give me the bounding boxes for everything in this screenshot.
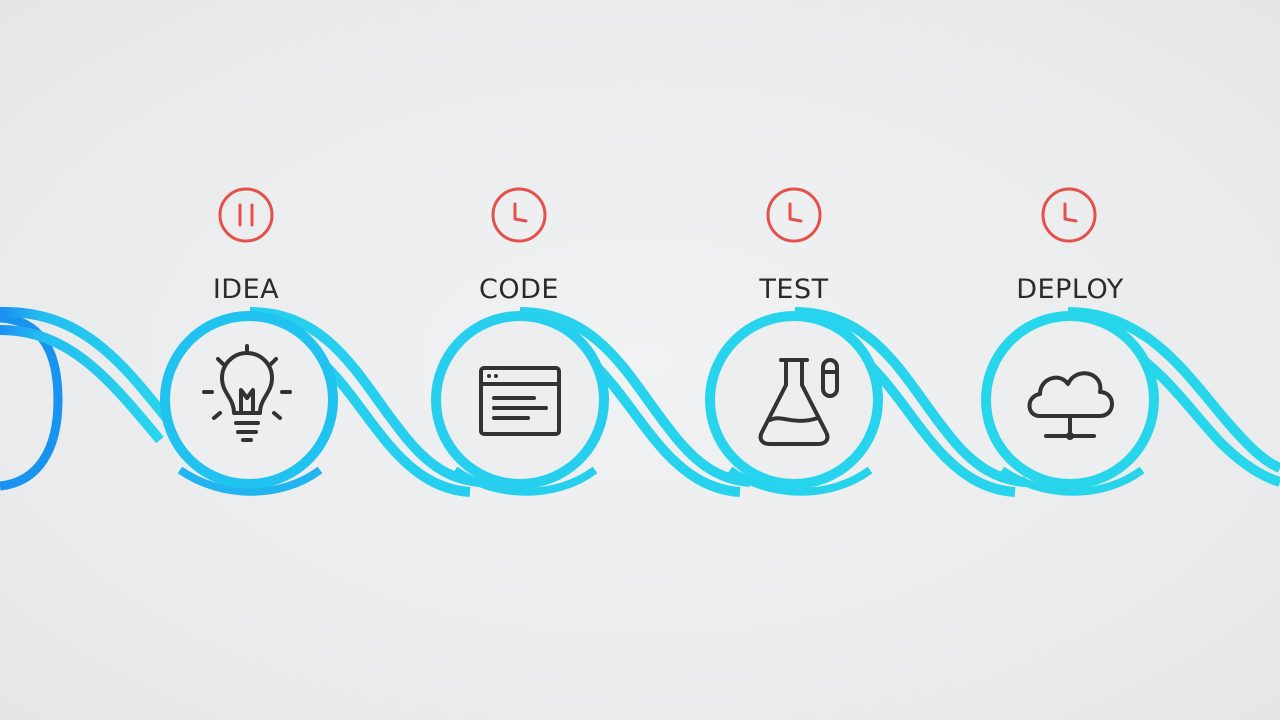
clock-icon[interactable] [1041,187,1097,243]
step-rings [160,311,1159,489]
cloud-network-icon [1027,371,1114,440]
status-indicators [218,187,1097,243]
ribbon-underswoop-1 [177,466,323,496]
step-ring-idea[interactable] [160,311,338,489]
step-label-test: TEST [758,274,828,305]
step-label-code: CODE [479,274,559,305]
step-icons [202,344,1114,446]
ribbon-underswoop-3 [727,466,873,496]
ribbon-exit-upper [1067,307,1280,473]
lightbulb-icon [202,344,292,442]
ribbon-entry-strand [0,306,172,424]
step-label-deploy: DEPLOY [1016,274,1123,305]
step-labels: IDEA CODE TEST DEPLOY [213,274,1123,305]
step-label-idea: IDEA [213,274,279,305]
step-ring-test[interactable] [705,311,883,489]
ribbon-wave-1-upper [249,307,481,487]
step-ring-deploy[interactable] [981,311,1159,489]
ribbon-entry-loop [0,313,63,491]
clock-icon[interactable] [491,187,547,243]
ribbon-entry-strand-inner [0,325,164,444]
browser-window-icon [479,366,561,436]
flask-icon [758,358,839,446]
clock-icon[interactable] [766,187,822,243]
pause-icon[interactable] [218,187,274,243]
ribbon-underswoop-4 [999,466,1145,496]
ribbon-underswoop-2 [452,466,598,496]
ribbon-wave-2-upper [519,307,751,487]
ribbon-wave-3-upper [794,307,1026,487]
